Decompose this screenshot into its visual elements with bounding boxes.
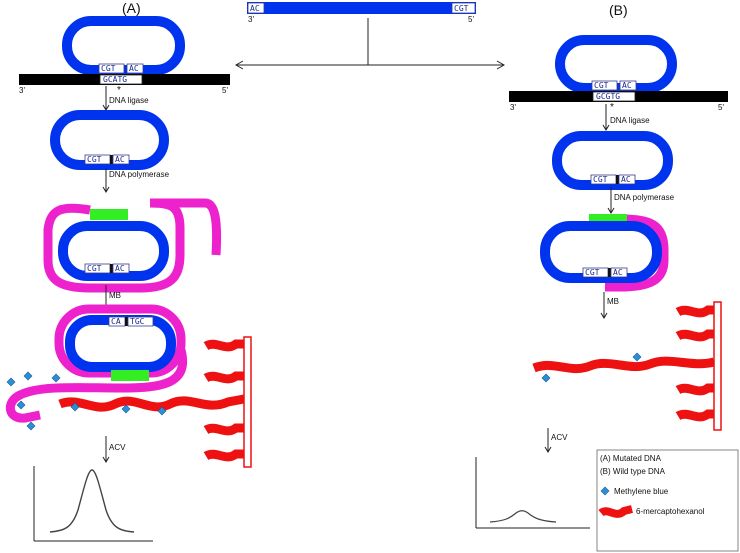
a-target-seq: GCATG: [103, 75, 127, 84]
b-step-acv: ACV: [551, 433, 568, 442]
b-loop2: [552, 131, 673, 190]
b-loop1-seq: CGT AC: [591, 80, 637, 91]
svg-text:AC: AC: [115, 264, 125, 273]
a-loop4-seq: CA TGC: [108, 316, 154, 327]
a-primer: [90, 209, 128, 220]
a-step-mb: MB: [109, 291, 121, 300]
mb-diamond: [51, 373, 61, 383]
a-loop3-seq: CGT AC: [84, 263, 130, 274]
svg-text:AC: AC: [622, 81, 632, 90]
b-step-mb: MB: [607, 297, 619, 306]
legend-mercaptohexanol: 6-mercaptohexanol: [636, 507, 705, 516]
svg-text:AC: AC: [613, 268, 623, 277]
a-arrow4: [102, 436, 110, 463]
a-step-polymerase: DNA polymerase: [109, 170, 170, 179]
probe-left-box: [247, 2, 265, 14]
b-primer: [589, 214, 627, 225]
b-acv-plot: [475, 457, 590, 529]
probe-left-seq: AC: [250, 4, 260, 13]
legend: (A) Mutated DNA (B) Wild type DNA Methyl…: [596, 449, 739, 552]
b-mch-layer: [532, 305, 716, 422]
b-target-3end: 3': [510, 103, 516, 112]
a-methylene-blue: [6, 371, 167, 431]
svg-text:CGT: CGT: [101, 64, 116, 73]
panel-a-title: (A): [122, 0, 141, 16]
a-loop1-seq: CGT AC: [98, 63, 144, 74]
a-loop4: [65, 315, 176, 372]
mb-diamond: [541, 373, 551, 383]
mb-diamond: [26, 421, 36, 431]
a-step-acv: ACV: [109, 443, 126, 452]
legend-methylene-blue: Methylene blue: [614, 487, 669, 496]
b-target-5end: 5': [718, 103, 724, 112]
a-loop2: [50, 110, 169, 170]
svg-text:CA: CA: [111, 317, 121, 326]
a-arrow2: [102, 168, 110, 193]
b-arrow3: [600, 292, 608, 319]
svg-text:CGT: CGT: [585, 268, 600, 277]
a-step-ligase: DNA ligase: [109, 96, 149, 105]
linear-probe: AC CGT 3' 5': [247, 2, 476, 24]
svg-text:CGT: CGT: [87, 155, 102, 164]
mb-diamond: [16, 400, 26, 410]
b-arrow2: [607, 187, 615, 214]
a-magenta-tail: [6, 348, 188, 423]
svg-text:AC: AC: [621, 175, 631, 184]
svg-text:CGT: CGT: [87, 264, 102, 273]
probe-right-seq: CGT: [454, 4, 469, 13]
b-loop3-seq: CGT AC: [582, 267, 628, 278]
svg-text:CGT: CGT: [594, 81, 609, 90]
legend-mb-icon: [600, 486, 610, 496]
a-acv-plot: [33, 466, 153, 542]
svg-text:AC: AC: [129, 64, 139, 73]
a-loop3: [58, 221, 169, 281]
a-target-box: [99, 74, 143, 85]
legend-mutated: (A) Mutated DNA: [600, 454, 662, 463]
a-loop3-amplified: [43, 198, 222, 293]
a-mismatch-mark: *: [117, 85, 121, 96]
b-electrode: [713, 301, 722, 431]
b-arrow4: [544, 428, 552, 453]
a-mch-layer: [58, 339, 245, 462]
a-loop2-seq: CGT AC: [84, 154, 130, 165]
b-loop3-amplified: [605, 214, 669, 292]
svg-text:CGT: CGT: [593, 175, 608, 184]
mb-diamond: [121, 404, 131, 414]
a-target-3end: 3': [19, 86, 25, 95]
mb-diamond: [157, 406, 167, 416]
probe-left-end: 3': [248, 15, 254, 24]
b-loop3: [540, 221, 662, 283]
b-methylene-blue: [541, 352, 642, 383]
mb-diamond: [632, 352, 642, 362]
probe-strand: [247, 2, 476, 14]
a-electrode: [243, 336, 252, 468]
a-primer-bound: [111, 370, 149, 381]
b-arrow1: [602, 104, 610, 131]
b-mismatch-mark: *: [610, 102, 614, 113]
legend-wild-type: (B) Wild type DNA: [600, 467, 666, 476]
mb-diamond: [23, 371, 33, 381]
b-target-seq: GCGTG: [596, 92, 620, 101]
probe-right-box: [451, 2, 476, 14]
b-target-box: [592, 91, 636, 102]
b-step-polymerase: DNA polymerase: [614, 193, 675, 202]
mb-diamond: [6, 377, 16, 387]
b-loop2-seq: CGT AC: [590, 174, 636, 185]
legend-mch-icon: [598, 505, 633, 518]
split-arrow: [234, 18, 506, 70]
panel-b-title: (B): [609, 2, 628, 18]
svg-text:AC: AC: [115, 155, 125, 164]
a-loop1: [62, 16, 185, 75]
b-step-ligase: DNA ligase: [610, 116, 650, 125]
probe-right-end: 5': [468, 15, 474, 24]
a-target-5end: 5': [222, 86, 228, 95]
mb-diamond: [70, 402, 80, 412]
svg-text:TGC: TGC: [130, 317, 145, 326]
